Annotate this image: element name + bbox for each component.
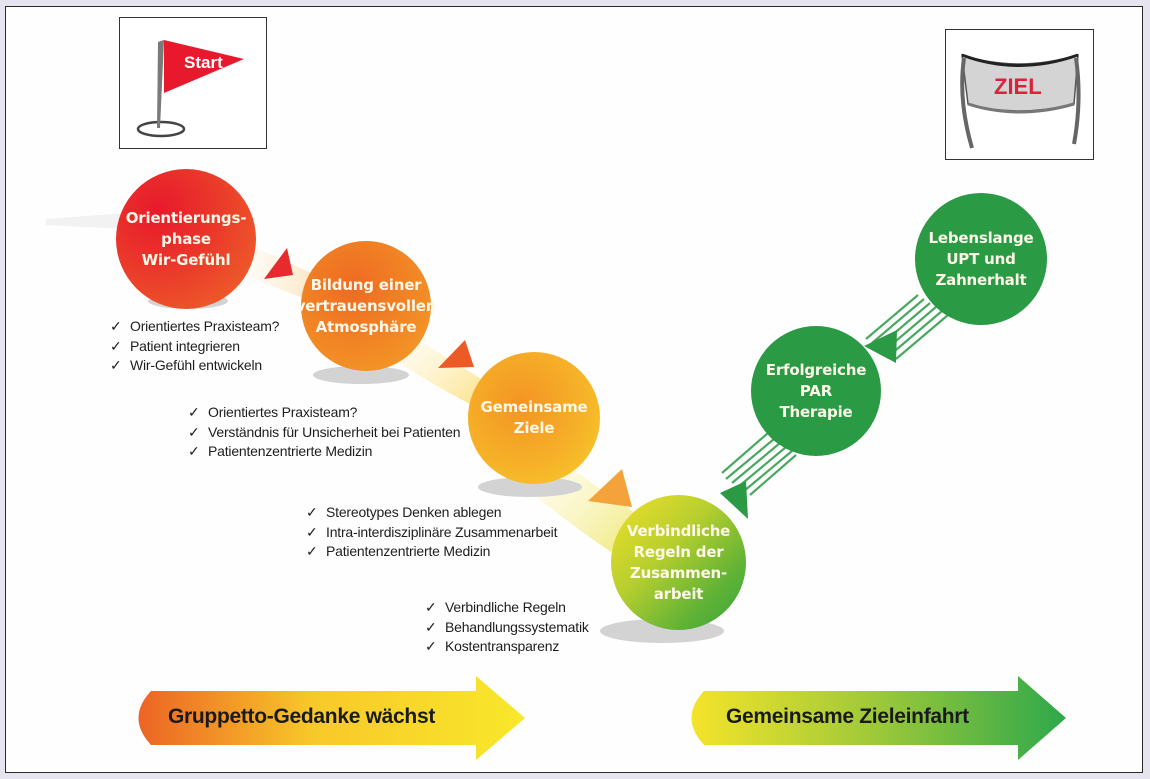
checklist-trust: ✓Orientiertes Praxisteam? ✓Verständnis f…: [188, 403, 461, 462]
checklist-item: ✓Kostentransparenz: [425, 637, 589, 657]
banner-arrow-finish: [691, 676, 1066, 760]
checklist-item: ✓Patient integrieren: [110, 337, 279, 357]
stage-label: Gemeinsame Ziele: [480, 398, 588, 437]
checklist-item: ✓Stereotypes Denken ablegen: [306, 503, 557, 523]
start-icon-box: Start: [119, 17, 267, 149]
goal-label: ZIEL: [994, 74, 1042, 99]
check-icon: ✓: [306, 504, 318, 520]
stage-circle-trust: Bildung einer vertrauensvollen Atmosphär…: [296, 241, 436, 371]
check-icon: ✓: [188, 443, 200, 459]
stage-label: Orientierungs- phase Wir-Gefühl: [125, 208, 247, 269]
check-icon: ✓: [110, 318, 122, 334]
arrowhead-5: [864, 330, 897, 363]
stage-label: Verbindliche Regeln der Zusammen- arbeit: [626, 521, 731, 603]
green-streaks-lower: [721, 432, 797, 496]
checklist-orientation: ✓Orientiertes Praxisteam? ✓Patient integ…: [110, 317, 279, 376]
checklist-item: ✓Wir-Gefühl entwickeln: [110, 356, 279, 376]
banner-finish-label: Gemeinsame Zieleinfahrt: [726, 705, 969, 728]
checklist-item: ✓Verbindliche Regeln: [425, 598, 589, 618]
checklist-item: ✓Intra-interdisziplinäre Zusammenarbeit: [306, 523, 557, 543]
check-icon: ✓: [110, 337, 122, 354]
diagram-canvas: Start ZIEL Orientierungs- phase Wir-Gefü…: [5, 6, 1143, 773]
checklist-item: ✓Orientiertes Praxisteam?: [110, 317, 279, 337]
arrowhead-2: [438, 340, 474, 368]
arrowhead-1: [264, 248, 293, 279]
checklist-item: ✓Patientenzentrierte Medizin: [188, 442, 460, 462]
banner-growth-label: Gruppetto-Gedanke wächst: [168, 705, 436, 728]
arrowhead-3: [588, 469, 632, 507]
start-label: Start: [184, 53, 223, 72]
goal-icon-box: ZIEL: [945, 29, 1094, 160]
stage-circle-orientation: Orientierungs- phase Wir-Gefühl: [116, 169, 256, 309]
arrowhead-4: [720, 481, 748, 519]
stage-label: Bildung einer vertrauensvollen Atmosphär…: [295, 275, 437, 336]
trail-2-3: [398, 332, 486, 407]
checklist-goals: ✓Stereotypes Denken ablegen ✓Intra-inter…: [306, 503, 557, 562]
check-icon: ✓: [425, 599, 437, 615]
check-icon: ✓: [110, 357, 122, 373]
lead-in-trail: [46, 213, 126, 229]
stage-circle-rules: Verbindliche Regeln der Zusammen- arbeit: [611, 495, 746, 630]
check-icon: ✓: [306, 543, 318, 559]
check-icon: ✓: [306, 523, 318, 540]
check-icon: ✓: [425, 638, 437, 654]
banner-arrow-growth: [138, 676, 525, 760]
checklist-item: ✓Orientiertes Praxisteam?: [188, 403, 460, 423]
check-icon: ✓: [188, 423, 200, 440]
checklist-item: ✓Verständnis für Unsicherheit bei Patien…: [188, 423, 461, 443]
checklist-rules: ✓Verbindliche Regeln ✓Behandlungssystema…: [425, 598, 589, 657]
check-icon: ✓: [188, 404, 200, 420]
flag-icon: Start: [136, 40, 244, 138]
checklist-item: ✓Patientenzentrierte Medizin: [306, 542, 557, 562]
shadow-2: [313, 366, 409, 384]
finish-banner-icon: ZIEL: [960, 53, 1081, 149]
shadow-3: [478, 477, 582, 497]
stage-label: Erfolgreiche PAR Therapie: [765, 360, 867, 421]
stage-circle-lifelong: Lebenslange UPT und Zahnerhalt: [915, 193, 1047, 325]
check-icon: ✓: [425, 618, 437, 635]
stage-circle-goals: Gemeinsame Ziele: [468, 352, 600, 484]
stage-label: Lebenslange UPT und Zahnerhalt: [928, 228, 1034, 289]
stage-circle-par: Erfolgreiche PAR Therapie: [751, 326, 881, 456]
checklist-item: ✓Behandlungssystematik: [425, 618, 589, 638]
